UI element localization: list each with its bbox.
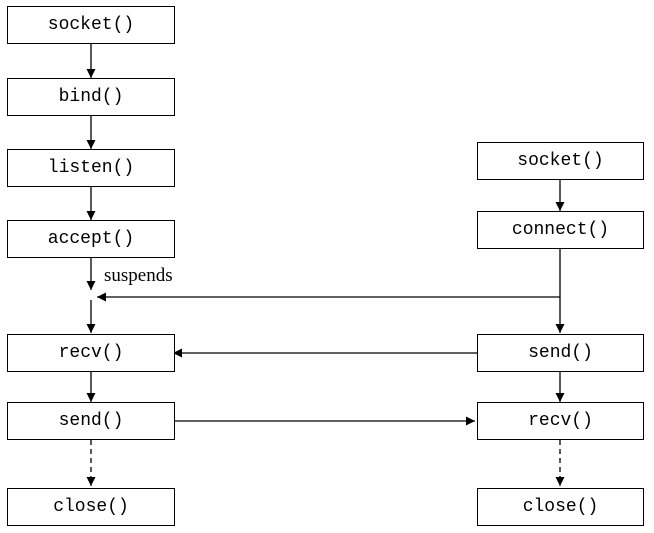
- server-listen-box: listen(): [7, 149, 175, 187]
- server-recv-box: recv(): [7, 334, 175, 372]
- server-accept-box: accept(): [7, 220, 175, 258]
- server-socket-box: socket(): [7, 6, 175, 44]
- suspends-label: suspends: [104, 265, 173, 286]
- client-close-box: close(): [477, 488, 644, 526]
- server-close-box: close(): [7, 488, 175, 526]
- server-send-box: send(): [7, 402, 175, 440]
- client-socket-box: socket(): [477, 142, 644, 180]
- client-recv-box: recv(): [477, 402, 644, 440]
- server-bind-box: bind(): [7, 78, 175, 116]
- client-send-box: send(): [477, 334, 644, 372]
- client-connect-box: connect(): [477, 211, 644, 249]
